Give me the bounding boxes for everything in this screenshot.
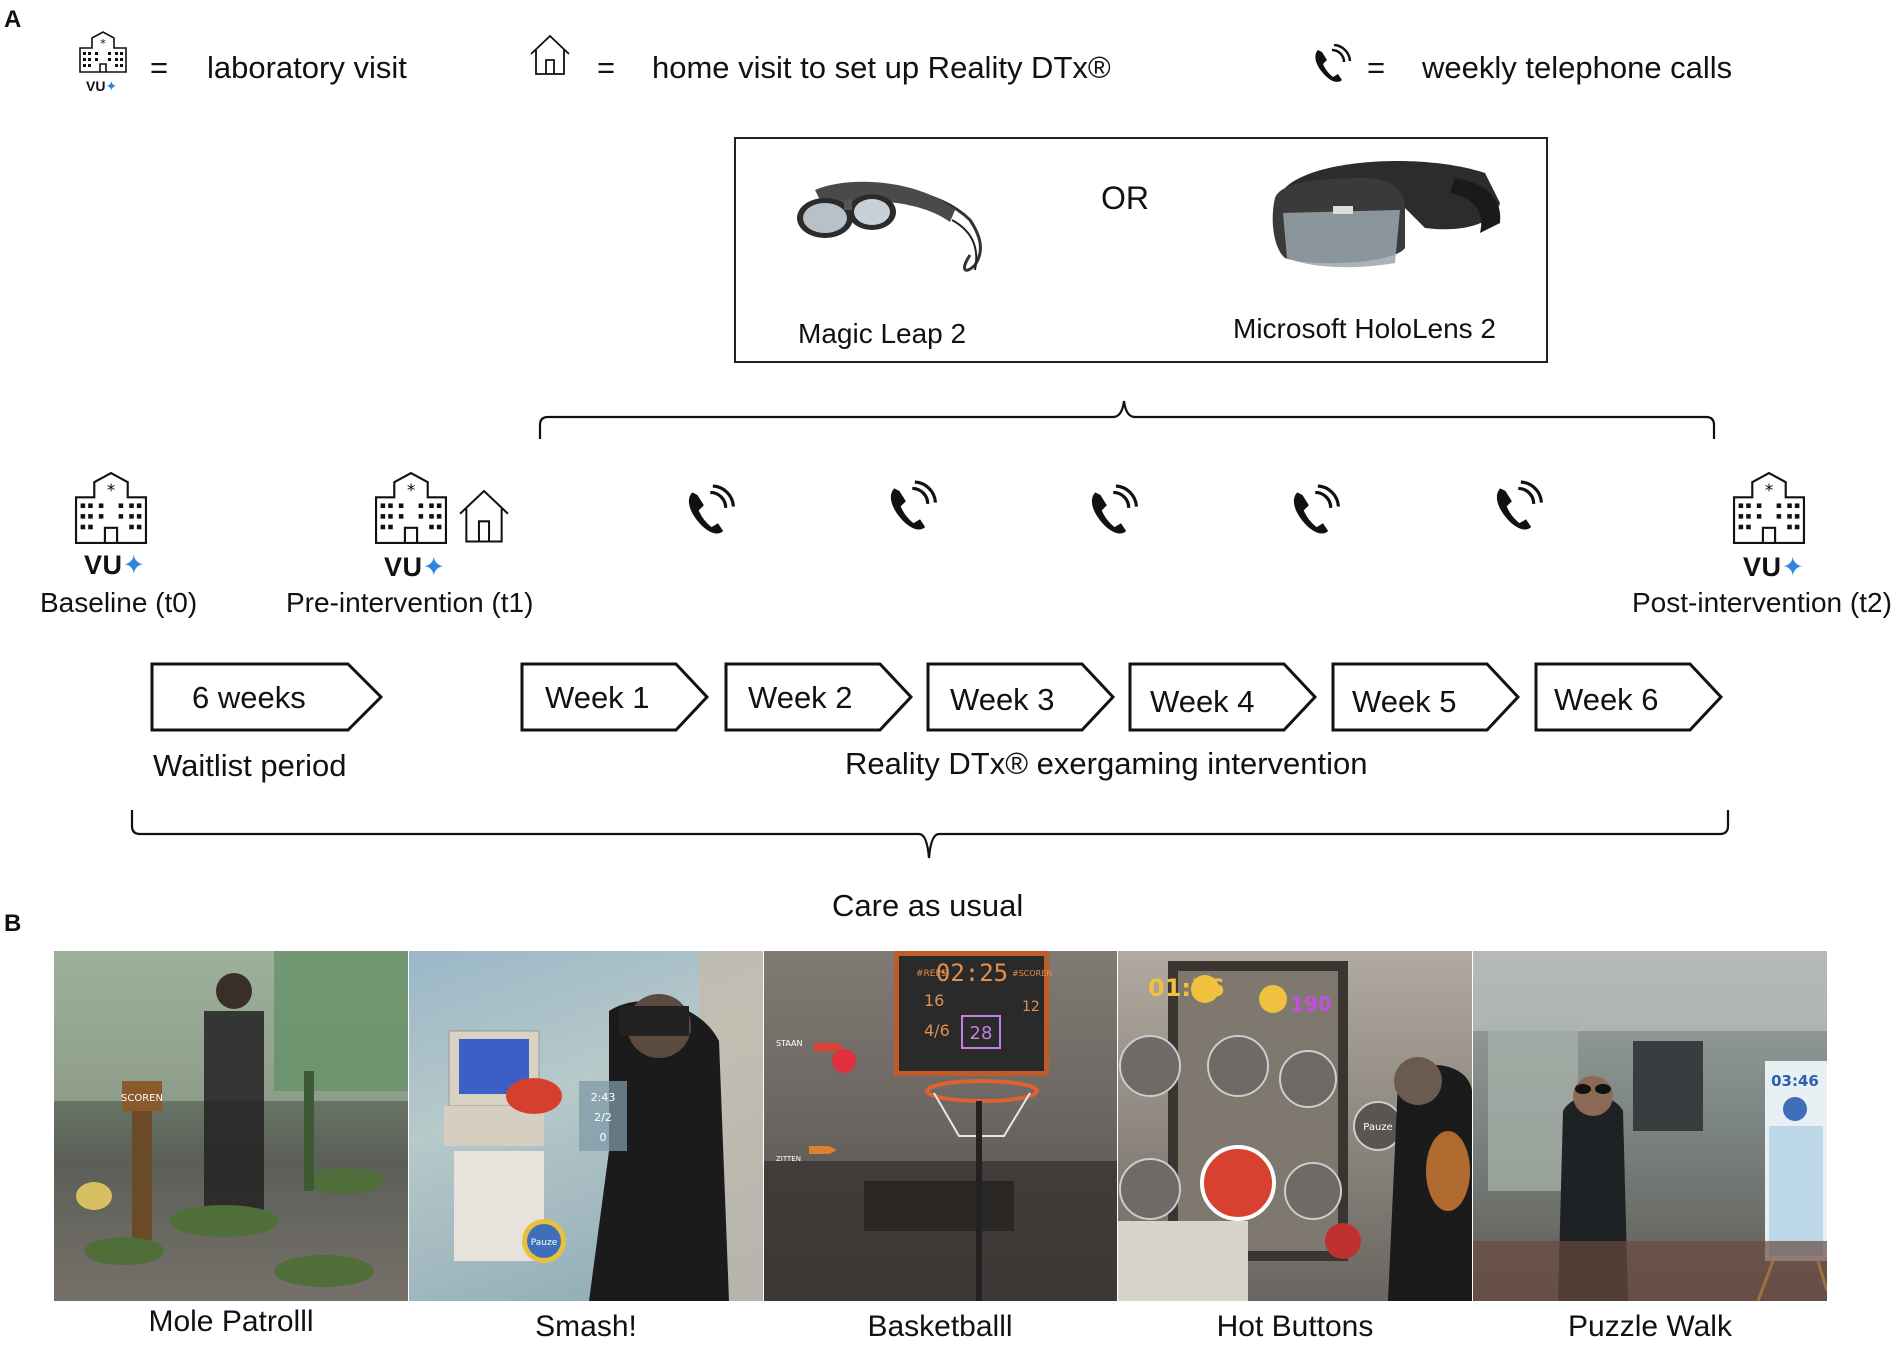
hot-buttons-pauze-button: Pauze: [1363, 1122, 1392, 1133]
panel-letter-b: B: [4, 910, 22, 937]
puzzle-walk-timer: 03:46: [1771, 1072, 1819, 1090]
chevron-week-6: [1534, 662, 1724, 732]
timepoint-label-t0: Baseline (t0): [40, 587, 198, 618]
game-photo-hot-buttons: 01:56 190 Pauze: [1118, 951, 1472, 1301]
svg-text:28: 28: [970, 1023, 993, 1044]
game-photo-smash: 2:43 2/2 0 Pauze: [409, 951, 763, 1301]
chevron-waitlist: [150, 662, 384, 732]
chevron-label-week-2: Week 2: [748, 680, 853, 715]
chevron-label-week-6: Week 6: [1554, 682, 1659, 717]
chevron-week-4: [1128, 662, 1318, 732]
game-label-smash: Smash!: [535, 1310, 637, 1343]
svg-text:0: 0: [600, 1131, 607, 1144]
chevron-label-week-1: Week 1: [545, 680, 650, 715]
telephone-icon-week-3: [1085, 484, 1139, 542]
intervention-brace: [538, 395, 1716, 441]
svg-text:STAAN: STAAN: [776, 1039, 803, 1048]
legend-text-laboratory: laboratory visit: [207, 50, 407, 85]
chevron-label-waitlist: 6 weeks: [192, 680, 306, 715]
device-label-hololens: Microsoft HoloLens 2: [1233, 313, 1497, 344]
svg-text:#REPS: #REPS: [916, 969, 947, 979]
legend-text-telephone: weekly telephone calls: [1422, 50, 1733, 85]
hot-buttons-score: 190: [1290, 992, 1332, 1016]
chevron-week-5: [1331, 662, 1521, 732]
basketball-timer: 02:25: [936, 959, 1008, 987]
panel-letter-a: A: [4, 6, 22, 33]
care-as-usual-label: Care as usual: [832, 888, 1024, 923]
telephone-call-icon: [1310, 44, 1352, 88]
telephone-icon-week-1: [682, 484, 736, 542]
laboratory-building-icon-t1: *: [372, 470, 450, 546]
svg-text:16: 16: [924, 991, 944, 1010]
chevron-week-1: [520, 662, 710, 732]
game-label-puzzle-walk: Puzzle Walk: [1568, 1310, 1732, 1343]
waitlist-period-label: Waitlist period: [153, 748, 347, 783]
game-label-hot-buttons: Hot Buttons: [1216, 1310, 1374, 1343]
vu-logo-t0: VU✦: [84, 550, 146, 580]
timepoint-label-t2: Post-intervention (t2): [1632, 587, 1892, 618]
magic-leap-glasses-image: [780, 150, 1000, 280]
device-label-magic-leap: Magic Leap 2: [798, 318, 967, 349]
legend-equals-2: =: [597, 50, 616, 85]
home-icon: [527, 32, 573, 78]
svg-text:2/2: 2/2: [594, 1111, 612, 1124]
smash-pauze-button: Pauze: [531, 1238, 558, 1248]
hololens-headset-image: [1255, 148, 1510, 288]
care-as-usual-brace: [130, 808, 1730, 866]
svg-text:ZITTEN: ZITTEN: [776, 1155, 801, 1163]
laboratory-building-icon-t2: *: [1730, 470, 1808, 546]
legend-text-home: home visit to set up Reality DTx®: [652, 50, 1111, 85]
legend-vu-logo: VU✦: [86, 78, 118, 94]
legend-equals-1: =: [150, 50, 169, 85]
svg-text:*: *: [407, 480, 415, 500]
mole-overlay-text: SCOREN: [121, 1093, 163, 1104]
game-photo-basketball: #REPS 02:25 #SCOREN 16 12 4/6 28 STAAN Z…: [764, 951, 1117, 1301]
telephone-icon-week-2: [884, 480, 938, 538]
svg-text:4/6: 4/6: [924, 1021, 950, 1040]
game-photo-mole-patrol: SCOREN: [54, 951, 408, 1301]
svg-text:#SCOREN: #SCOREN: [1012, 969, 1052, 978]
chevron-label-week-3: Week 3: [950, 682, 1055, 717]
game-label-mole-patrol: Mole Patrolll: [148, 1305, 314, 1338]
telephone-icon-week-5: [1490, 480, 1544, 538]
chevron-label-week-4: Week 4: [1150, 684, 1255, 719]
game-label-basketball: Basketballl: [867, 1310, 1013, 1343]
chevron-week-3: [926, 662, 1116, 732]
legend-equals-3: =: [1367, 50, 1386, 85]
svg-text:*: *: [100, 37, 106, 50]
svg-text:*: *: [1765, 480, 1773, 500]
or-label: OR: [1101, 180, 1149, 216]
chevron-label-week-5: Week 5: [1352, 684, 1457, 719]
laboratory-building-icon-t0: *: [72, 470, 150, 546]
telephone-icon-week-4: [1287, 484, 1341, 542]
legend-lab-icon: *: [78, 30, 128, 100]
svg-text:2:43: 2:43: [591, 1091, 616, 1104]
intervention-period-label: Reality DTx® exergaming intervention: [845, 746, 1368, 781]
svg-text:*: *: [107, 480, 115, 500]
game-photo-puzzle-walk: 03:46: [1473, 951, 1827, 1301]
svg-text:12: 12: [1022, 999, 1040, 1015]
vu-logo-t2: VU✦: [1743, 552, 1805, 582]
chevron-week-2: [724, 662, 914, 732]
timepoint-label-t1: Pre-intervention (t1): [286, 587, 534, 618]
home-icon-t1: [455, 485, 513, 545]
vu-logo-t1: VU✦: [384, 552, 446, 582]
